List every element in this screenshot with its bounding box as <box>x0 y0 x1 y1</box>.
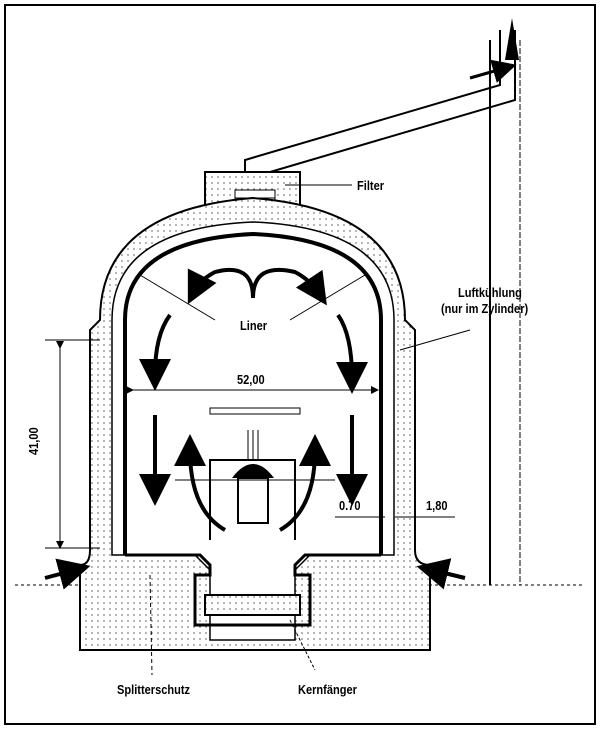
outer-wall-dimension: 1,80 <box>426 498 448 513</box>
crane-platform <box>209 407 301 415</box>
reactor-vessel <box>237 477 269 524</box>
diameter-dimension: 52,00 <box>237 372 265 387</box>
splitter-protection-label: Splitterschutz <box>117 682 191 697</box>
core-catcher-label: Kernfänger <box>298 682 357 697</box>
filter-label: Filter <box>357 178 385 193</box>
air-cooling-note: (nur im Zylinder) <box>441 301 529 316</box>
core-catcher <box>204 594 301 616</box>
steel-liner <box>123 231 383 555</box>
exhaust-pipe <box>244 30 516 185</box>
air-cooling-label: Luftkühlung <box>458 285 522 300</box>
inner-wall-dimension: 0.70 <box>339 498 361 513</box>
airflow-arrows <box>44 267 466 590</box>
frame <box>4 4 596 725</box>
liner-label: Liner <box>240 318 268 333</box>
height-dimension: 41,00 <box>26 427 41 455</box>
